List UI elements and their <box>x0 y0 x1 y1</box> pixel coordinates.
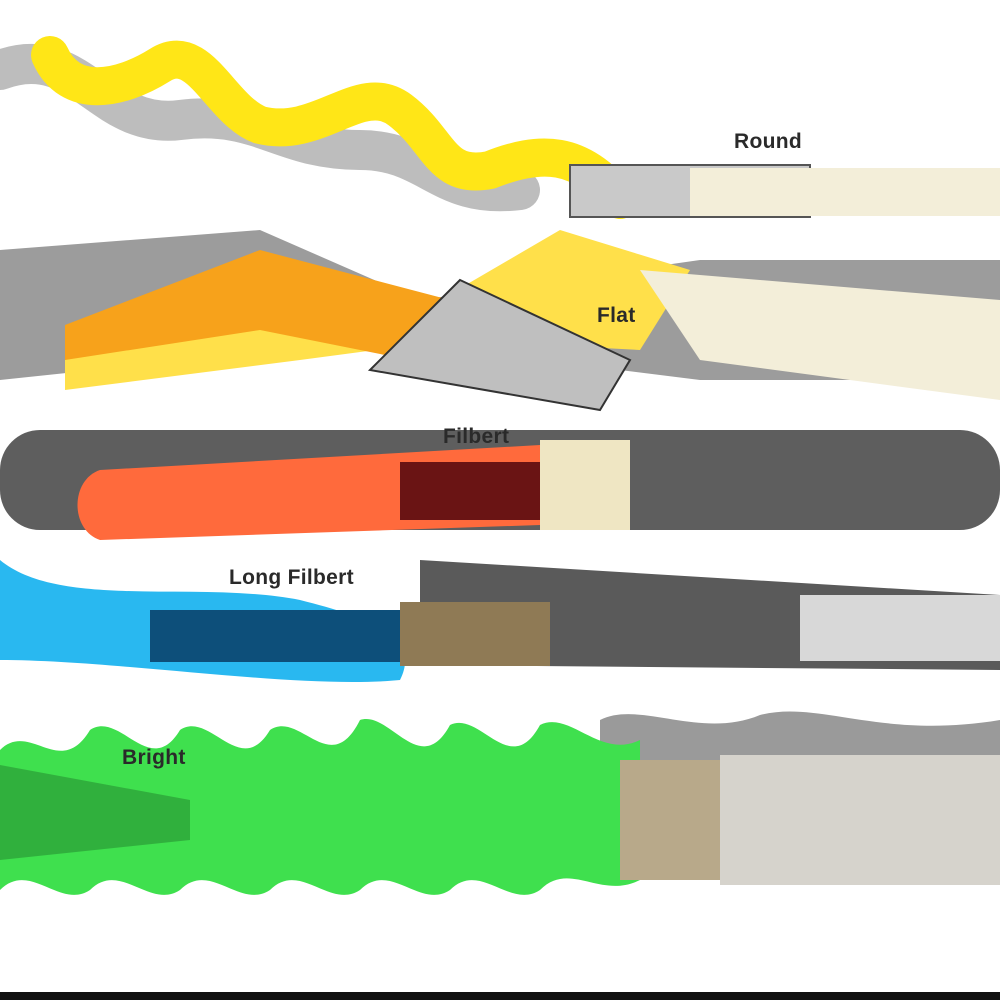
bright-brush-bristles <box>620 760 720 880</box>
flat-brush-bristles <box>640 270 1000 400</box>
bright-paint-stroke <box>0 719 640 895</box>
flat-paint-stroke-dark <box>65 250 450 360</box>
round-paint-stroke <box>31 36 639 219</box>
long-filbert-label: Long Filbert <box>229 566 354 589</box>
bright-brush-ferrule <box>0 765 190 860</box>
long-filbert-brush-bristles <box>400 602 550 666</box>
filbert-brush-ferrule <box>400 462 550 520</box>
flat-brush-ferrule <box>367 278 632 412</box>
filbert-label: Filbert <box>443 425 510 448</box>
long-filbert-brush-ferrule <box>150 610 410 662</box>
flat-label: Flat <box>597 304 636 327</box>
filbert-brush-group <box>0 430 1000 540</box>
long-filbert-brush-handle <box>800 595 1000 661</box>
bright-label: Bright <box>122 746 186 769</box>
filbert-brush-bristles <box>540 440 630 530</box>
round-brush-bristles <box>690 168 1000 216</box>
long-filbert-brush-group <box>0 560 1000 683</box>
round-label: Round <box>734 130 802 153</box>
bright-brush-handle <box>720 755 1000 885</box>
flat-brush-group <box>0 230 1000 412</box>
bottom-border <box>0 992 1000 1000</box>
bright-brush-group <box>0 711 1000 895</box>
round-brush-group <box>0 36 1000 219</box>
